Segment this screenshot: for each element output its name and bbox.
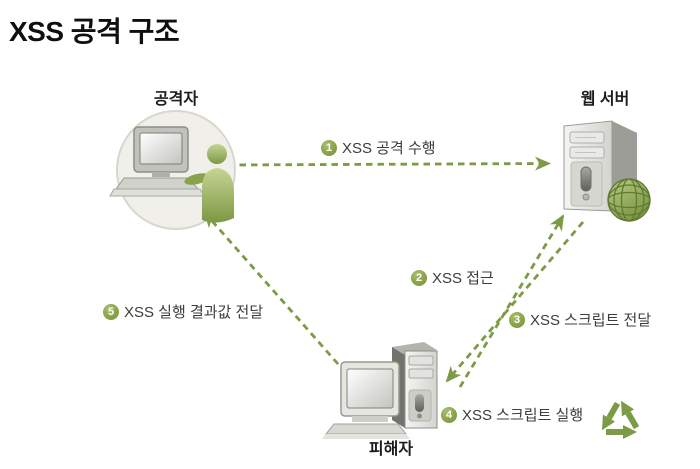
arrow-5-victim-to-attacker (203, 211, 340, 365)
web-server-label: 웹 서버 (580, 91, 630, 108)
step-2-label: 2 XSS 접근 (411, 267, 494, 288)
globe-icon (607, 178, 651, 222)
step-3-label: 3 XSS 스크립트 전달 (509, 309, 651, 330)
victim-node (322, 342, 438, 439)
step-3-text: XSS 스크립트 전달 (530, 312, 652, 329)
arrow-3-server-to-victim (445, 221, 585, 383)
recycle-icon (601, 400, 640, 439)
step-4-number-badge: 4 (441, 406, 457, 423)
step-5-label: 5 XSS 실행 결과값 전달 (103, 301, 263, 322)
step-3-number-badge: 3 (509, 311, 525, 328)
step-4-text: XSS 스크립트 실행 (462, 407, 584, 424)
step-1-text: XSS 공격 수행 (342, 140, 436, 157)
step-1-number-badge: 1 (321, 139, 337, 156)
attacker-label: 공격자 (153, 91, 199, 108)
step-2-number-badge: 2 (411, 269, 427, 286)
web-server-node (563, 120, 651, 222)
step-5-text: XSS 실행 결과값 전달 (124, 304, 264, 321)
arrow-1-attacker-to-server (227, 156, 551, 171)
page-title: XSS 공격 구조 (9, 16, 180, 47)
step-1-label: 1 XSS 공격 수행 (321, 137, 436, 158)
attacker-node (109, 110, 236, 230)
server-tower-icon (563, 120, 637, 212)
person-at-computer-icon (109, 126, 234, 223)
step-2-text: XSS 접근 (432, 270, 494, 287)
desktop-computer-icon (322, 342, 438, 439)
arrow-2-victim-to-server (458, 214, 565, 388)
step-5-number-badge: 5 (103, 303, 119, 320)
step-4-label: 4 XSS 스크립트 실행 (441, 404, 583, 425)
victim-label: 피해자 (368, 441, 414, 458)
